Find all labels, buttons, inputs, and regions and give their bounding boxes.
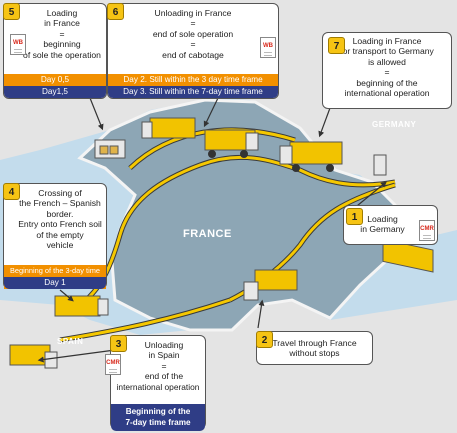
step-number-3: 3: [110, 335, 127, 352]
route-line-spain: [59, 298, 231, 342]
callout-3-text-last: international operation: [116, 381, 200, 392]
callout-1-loading-in-germany: 1 Loading in Germany CMR: [343, 205, 438, 245]
callout-2-travel-through-france: 2 Travel through France without stops: [256, 331, 373, 365]
step-number-5: 5: [3, 3, 20, 20]
callout-6-navy-bar: Day 3. Still within the 7-day time frame: [108, 86, 278, 98]
step-number-2: 2: [256, 331, 273, 348]
waybill-icon: WB: [260, 37, 276, 58]
callout-6-orange-bar: Day 2. Still within the 3 day time frame: [108, 74, 278, 86]
callout-4-text: Crossing of the French – Spanish border.…: [18, 188, 102, 251]
callout-5-loading-in-france: 5 Loading in France = beginning of sole …: [3, 3, 107, 99]
spain-label: SPAIN: [57, 337, 84, 346]
germany-label: GERMANY: [372, 120, 417, 129]
step-number-7: 7: [328, 37, 345, 54]
callout-1-text: Loading in Germany: [360, 214, 405, 235]
callout-3-text: Unloading in Spain = end of the: [144, 340, 184, 382]
step-number-6: 6: [107, 3, 124, 20]
truck-mid-icon: [204, 129, 259, 158]
callout-2-text: Travel through France without stops: [272, 338, 357, 359]
callout-5-navy-bar: Day1,5: [4, 86, 106, 98]
callout-3-unloading-in-spain: 3 Unloading in Spain = end of the intern…: [105, 335, 206, 431]
callout-4-border-crossing: 4 Crossing of the French – Spanish borde…: [3, 183, 107, 289]
callout-5-orange-bar: Day 0,5: [4, 74, 106, 86]
truck-spain-icon: [9, 344, 58, 369]
callout-4-navy-bar: Day 1: [4, 277, 106, 289]
callout-3-navy-bar: Beginning of the 7-day time frame: [111, 404, 205, 431]
truck-west-icon: [141, 117, 196, 139]
callout-6-unloading-in-france: 6 Unloading in France = end of sole oper…: [107, 3, 279, 99]
truck-france-loaded-icon: [279, 141, 343, 172]
truck-border-icon: [54, 295, 109, 317]
callout-7-loading-in-france-for-germany: 7 Loading in France for transport to Ger…: [322, 32, 452, 109]
truck-south-icon: [243, 269, 298, 301]
route-line-north: [128, 128, 296, 170]
cmr-document-icon: CMR: [419, 220, 435, 241]
france-label: FRANCE: [183, 228, 232, 240]
callout-7-text: Loading in France for transport to Germa…: [340, 36, 434, 99]
callout-6-text: Unloading in France = end of sole operat…: [152, 8, 234, 60]
truck-north-icon: [94, 139, 126, 159]
cmr-document-icon: CMR: [105, 354, 121, 375]
callout-5-text: Loading in France = beginning of sole th…: [23, 8, 101, 60]
waybill-icon: WB: [10, 34, 26, 55]
step-number-4: 4: [3, 183, 20, 200]
route-line: [79, 155, 396, 307]
step-number-1: 1: [346, 208, 363, 225]
